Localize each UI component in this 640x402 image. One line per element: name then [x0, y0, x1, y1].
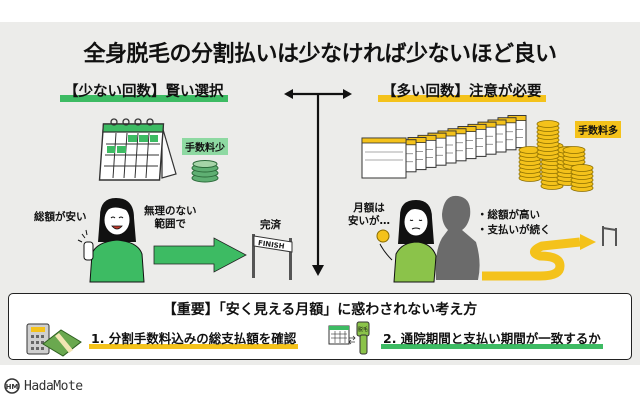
- right-heading: 【多い回数】注意が必要: [378, 83, 546, 102]
- calculator-money-icon: [26, 323, 82, 357]
- t-arrow-icon: [284, 89, 352, 276]
- device-label: 脱毛: [358, 326, 368, 333]
- coin-icon: [570, 164, 594, 172]
- tip-2-underline: [381, 344, 603, 349]
- calendar-icon: [361, 137, 407, 179]
- coin-icon: [536, 120, 560, 128]
- key-points-box: 【重要】「安く見える月額」に惑わされない考え方 1. 分割手数料込みの総支払額を…: [8, 293, 632, 360]
- speech-range-line1: 無理のない: [144, 205, 197, 217]
- winding-arrow-icon: [482, 234, 596, 281]
- calendar-row-icon: [361, 115, 527, 179]
- calendar-device-icon: 脱毛: [328, 321, 370, 355]
- key-points-title: 【重要】「安く見える月額」に惑わされない考え方: [162, 302, 478, 318]
- woman-thumbs-up-icon: [77, 198, 145, 283]
- speech-monthly-cheap: 月額は 安いが…: [348, 202, 390, 228]
- hadamote-logo-icon: HM: [4, 378, 20, 394]
- right-heading-text: 【多い回数】注意が必要: [382, 84, 542, 100]
- speech-monthly-line2: 安いが…: [348, 215, 390, 227]
- bullet-payments-continue: ・支払いが続く: [477, 224, 551, 236]
- arrow-right-icon: [153, 237, 247, 273]
- brand-name: HadaMote: [24, 378, 83, 394]
- gate-icon: [602, 226, 617, 246]
- fee-high-tag: 手数料多: [575, 121, 621, 138]
- calendar-icon: [98, 118, 177, 181]
- logo-mark: HM: [6, 383, 19, 391]
- shadow-figure-icon: [435, 195, 480, 280]
- coin-piles-icon: [518, 120, 594, 192]
- yellow-highlight: [378, 95, 546, 102]
- finish-sign-text: FINISH: [257, 239, 285, 251]
- tip-1-text: 1. 分割手数料込みの総支払額を確認: [91, 331, 297, 346]
- finish-label: 完済: [260, 219, 281, 231]
- page-title: 全身脱毛の分割払いは少なければ少ないほど良い: [83, 42, 557, 67]
- tip-2: 2. 通院期間と支払い期間が一致するか: [381, 331, 603, 349]
- tip-1: 1. 分割手数料込みの総支払額を確認: [89, 331, 299, 349]
- coin-stack-icon: [191, 160, 219, 183]
- speech-within-range: 無理のない 範囲で: [144, 205, 197, 231]
- tip-2-text: 2. 通院期間と支払い期間が一致するか: [383, 331, 601, 346]
- fee-low-tag: 手数料少: [182, 138, 228, 155]
- left-heading-text: 【少ない回数】賢い選択: [64, 84, 224, 100]
- coin-icon: [562, 146, 586, 154]
- brand-logo: HM HadaMote: [4, 378, 83, 394]
- bullet-total-high: ・総額が高い: [477, 209, 540, 221]
- tip-1-underline: [89, 344, 299, 349]
- left-heading: 【少ない回数】賢い選択: [60, 83, 228, 102]
- green-highlight: [60, 95, 228, 102]
- worried-woman-icon: [376, 200, 437, 283]
- speech-total-cheap: 総額が安い: [34, 211, 87, 223]
- finish-gate-icon: FINISH: [252, 234, 293, 280]
- speech-monthly-line1: 月額は: [353, 202, 385, 214]
- speech-range-line2: 範囲で: [154, 218, 187, 230]
